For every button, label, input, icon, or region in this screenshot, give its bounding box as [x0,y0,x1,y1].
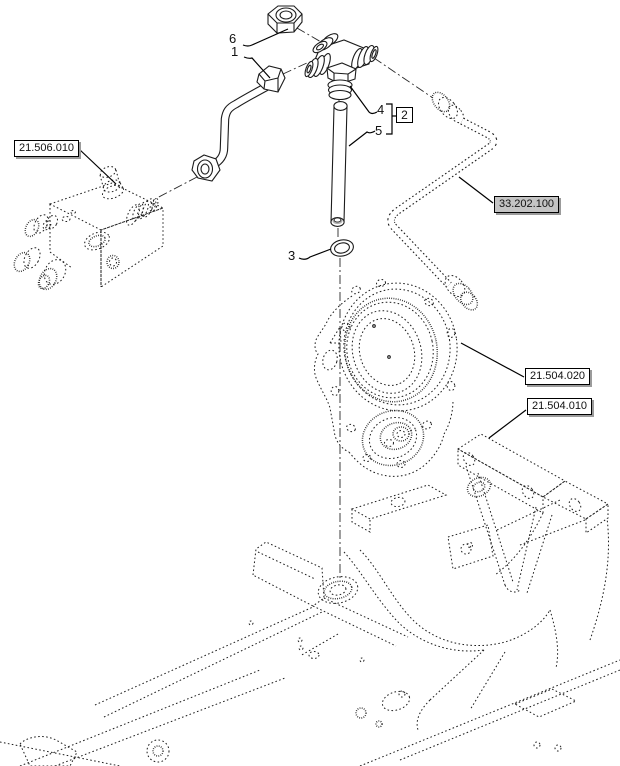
group-ref-21-504-020[interactable]: 21.504.020 [525,368,591,385]
tee-fitting-4 [304,33,379,101]
group-ref-21-506-010[interactable]: 21.506.010 [14,140,80,157]
hydraulic-hose [387,91,498,311]
centerlines [154,27,434,582]
callout-1[interactable]: 1 [231,44,239,59]
callout-5[interactable]: 5 [375,123,383,138]
o-ring-3 [330,239,354,257]
tube-5 [330,101,348,227]
group-ref-21-504-010[interactable]: 21.504.010 [527,398,593,415]
callout-3[interactable]: 3 [288,248,296,263]
flange-plate [314,278,458,477]
callout-box-2[interactable]: 2 [396,107,413,123]
valve-block [13,166,165,291]
chassis-frame [0,433,620,766]
callout-6[interactable]: 6 [229,31,237,46]
bent-pipe-1 [191,65,286,182]
group-ref-33-202-100[interactable]: 33.202.100 [494,196,560,213]
callout-4[interactable]: 4 [377,102,385,117]
leader-lines [78,28,527,439]
hex-cap-nut-6 [267,5,303,34]
